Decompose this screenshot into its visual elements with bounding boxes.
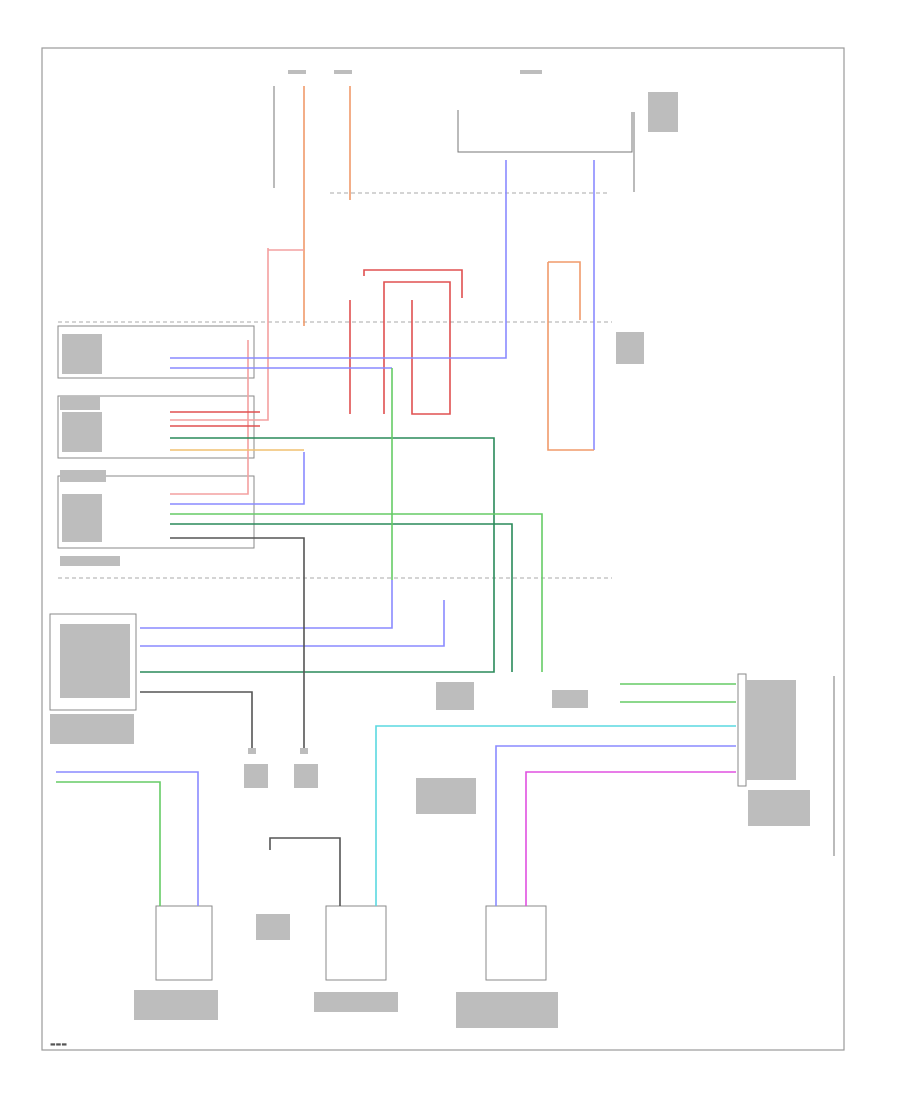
wire-red-loop-2 [363,269,463,300]
label-block [746,680,796,780]
left-control-box [57,395,255,459]
wire-green-3 [170,523,513,672]
wire-black-ground-2 [140,691,253,750]
ground-symbol-right [300,748,308,754]
sensor-box-middle [325,905,387,981]
wire-red-branch-3 [170,340,249,495]
wire-magenta [525,771,736,906]
label-block [244,764,268,788]
label-block [616,332,644,364]
wire-blue-bottom-left [56,771,199,906]
label-block [62,494,102,542]
label-block [294,764,318,788]
wire-blue-vertical-1 [170,160,507,359]
wire-red-branch-left [170,248,269,421]
wire-blue-middle-box [170,452,305,505]
middle-control-box [57,475,255,549]
wire-black-bottom [269,837,341,906]
fuse-block-outline [457,110,633,153]
label-block [314,992,398,1012]
wire-red-loop-3 [383,300,451,415]
label-block [436,682,474,710]
wire-blue-lower [140,580,393,629]
label-block [60,470,106,482]
right-module-box [737,673,747,787]
label-block [520,70,542,74]
label-block [256,914,290,940]
wire-red-box-lines [170,411,260,427]
label-block [62,334,102,374]
wire-green-1 [140,437,495,673]
wire-orange-right-loop-top [548,261,581,320]
wire-blue-right-module [495,745,736,906]
label-block [648,92,678,132]
label-block [288,70,306,74]
wire-blue-lower-2 [140,600,445,647]
wire-green-2 [170,513,543,672]
ground-symbol-left [248,748,256,754]
label-block [60,556,120,566]
wire-cyan [375,725,736,906]
label-block [60,396,100,410]
label-block [748,790,810,826]
label-block [60,624,130,698]
label-block [552,690,588,708]
label-block [134,990,218,1020]
label-block [456,992,558,1028]
diagram-frame [41,47,845,1051]
footer-code: ▬▬▬ [50,1041,67,1048]
label-block [50,714,134,744]
sensor-box-left [155,905,213,981]
label-block [62,412,102,452]
wire-black-ground [170,537,305,750]
wire-green-bottom-left [56,781,161,906]
sensor-box-right [485,905,547,981]
wire-orange-right-loop [547,262,594,451]
label-block [334,70,352,74]
label-block [416,778,476,814]
lower-module-box [49,613,137,711]
pdc-module-box [57,325,255,379]
